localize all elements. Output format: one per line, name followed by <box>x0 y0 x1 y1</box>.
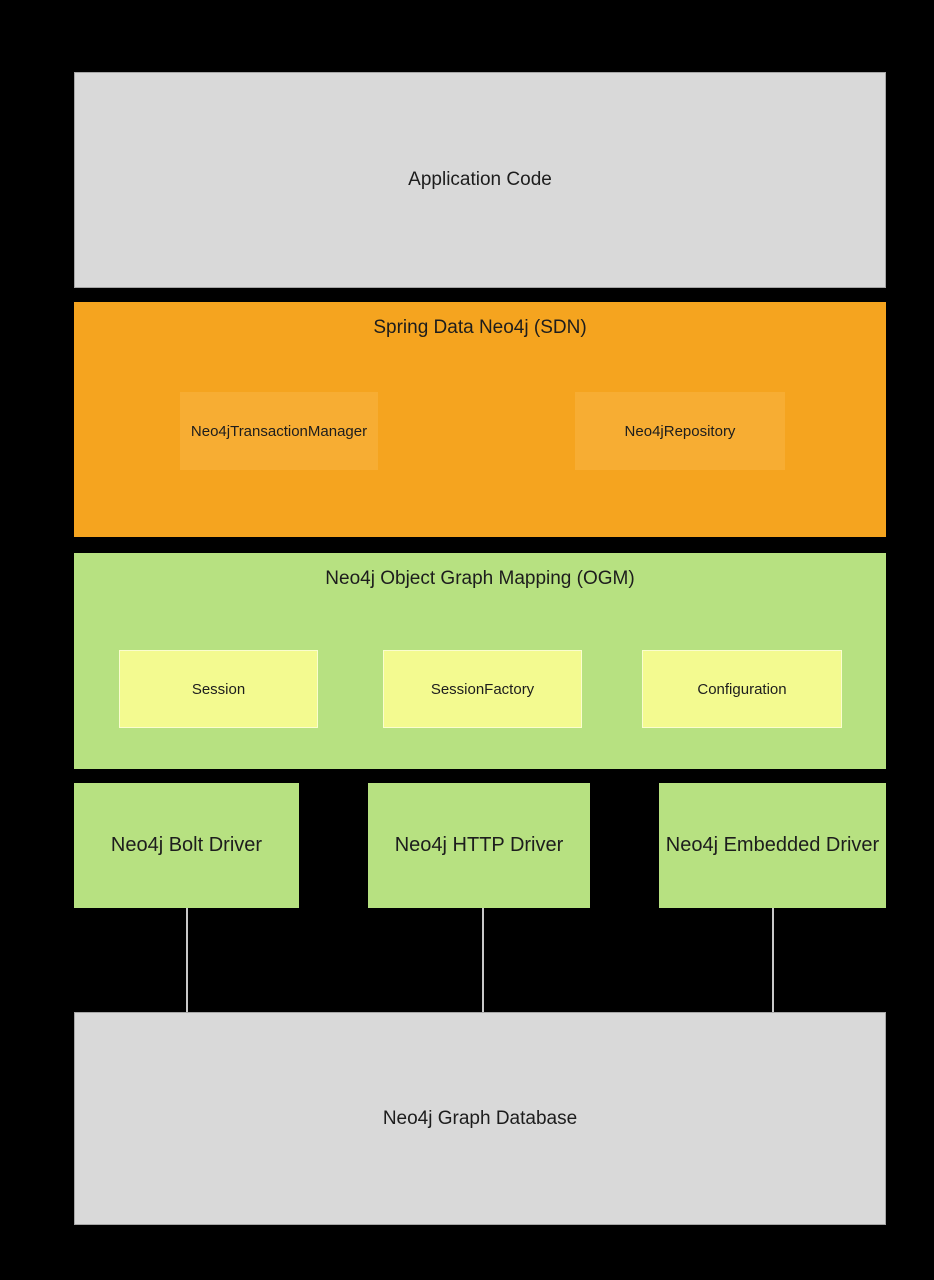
session-factory-box: SessionFactory <box>383 650 582 728</box>
connector-line-bolt-to-db <box>186 908 188 1012</box>
connector-line-embedded-to-db <box>772 908 774 1012</box>
neo4j-bolt-driver-box: Neo4j Bolt Driver <box>74 783 299 908</box>
spring-data-neo4j-title: Spring Data Neo4j (SDN) <box>373 317 587 338</box>
neo4j-graph-database-box: Neo4j Graph Database <box>74 1012 886 1225</box>
application-code-box: Application Code <box>74 72 886 288</box>
connector-line-http-to-db <box>482 908 484 1012</box>
neo4j-embedded-driver-label: Neo4j Embedded Driver <box>665 834 880 856</box>
neo4j-http-driver-box: Neo4j HTTP Driver <box>368 783 590 908</box>
neo4j-ogm-title: Neo4j Object Graph Mapping (OGM) <box>325 568 635 589</box>
session-box: Session <box>119 650 318 728</box>
neo4j-http-driver-label: Neo4j HTTP Driver <box>394 834 564 856</box>
configuration-box: Configuration <box>642 650 842 728</box>
session-label: Session <box>191 680 246 698</box>
neo4j-bolt-driver-label: Neo4j Bolt Driver <box>110 834 263 856</box>
configuration-label: Configuration <box>697 680 787 698</box>
neo4j-graph-database-label: Neo4j Graph Database <box>382 1107 578 1129</box>
neo4j-ogm-box: Neo4j Object Graph Mapping (OGM) Session… <box>74 553 886 769</box>
application-code-label: Application Code <box>408 169 552 190</box>
session-factory-label: SessionFactory <box>430 680 535 698</box>
spring-data-neo4j-box: Spring Data Neo4j (SDN) Neo4jTransaction… <box>74 302 886 537</box>
neo4j-embedded-driver-box: Neo4j Embedded Driver <box>659 783 886 908</box>
neo4j-repository-label: Neo4jRepository <box>624 422 736 440</box>
neo4j-repository-box: Neo4jRepository <box>575 392 785 470</box>
neo4j-transaction-manager-label: Neo4jTransactionManager <box>190 422 368 440</box>
neo4j-transaction-manager-box: Neo4jTransactionManager <box>180 392 378 470</box>
